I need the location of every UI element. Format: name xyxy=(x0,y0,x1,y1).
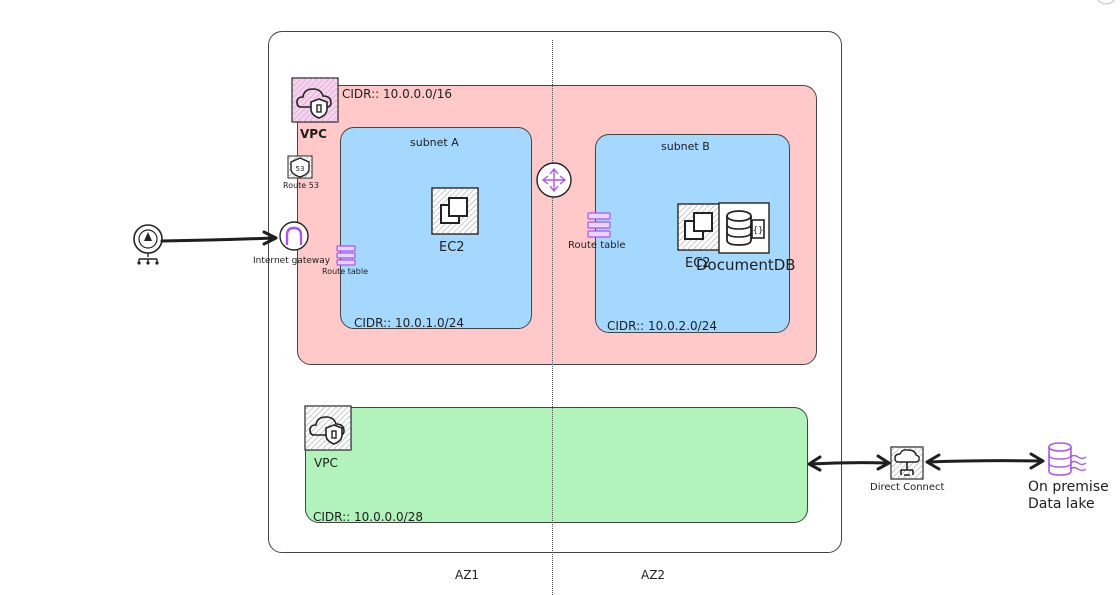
on-premise-line1: On premise xyxy=(1028,479,1109,495)
vpc-secondary-cidr: CIDR:: 10.0.0.0/28 xyxy=(313,510,423,524)
internet-gateway-label: Internet gateway xyxy=(253,256,331,266)
az1-label: AZ1 xyxy=(455,568,480,582)
subnet-b-cidr: CIDR:: 10.0.2.0/24 xyxy=(607,319,717,333)
internet-user-icon xyxy=(133,224,163,265)
vpc-icon xyxy=(291,77,339,123)
az-divider xyxy=(552,40,553,595)
route-table-label: Route table xyxy=(322,267,369,276)
subnet-a-cidr: CIDR:: 10.0.1.0/24 xyxy=(354,316,464,330)
ec2-b-label: EC2 xyxy=(685,256,711,271)
ec2-label: EC2 xyxy=(439,240,465,255)
vpc-secondary-box xyxy=(305,407,808,523)
route-table-b-icon xyxy=(587,212,611,238)
data-lake-icon xyxy=(1048,442,1087,476)
corner-help-icon[interactable] xyxy=(1088,0,1120,12)
vpc-label: VPC xyxy=(300,127,327,141)
direct-connect-icon xyxy=(890,446,924,480)
internet-arrow xyxy=(160,230,278,246)
router-icon xyxy=(536,162,572,198)
arrow-vpc-direct-connect xyxy=(807,454,891,472)
direct-connect-label: Direct Connect xyxy=(870,482,945,493)
documentdb-icon: {} xyxy=(718,202,770,254)
route-table-b-label: Route table xyxy=(568,240,626,251)
documentdb-label: DocumentDB xyxy=(696,256,796,274)
internet-gateway-icon xyxy=(279,221,309,251)
vpc-secondary-icon xyxy=(304,405,352,451)
on-premise-line2: Data lake xyxy=(1028,496,1095,512)
route53-icon: 53 xyxy=(287,155,313,179)
subnet-a-title: subnet A xyxy=(410,136,459,149)
svg-text:{}: {} xyxy=(753,226,764,236)
ec2-icon xyxy=(431,187,479,235)
subnet-b-title: subnet B xyxy=(661,140,710,153)
svg-text:53: 53 xyxy=(296,165,305,173)
vpc-secondary-label: VPC xyxy=(314,456,338,470)
ec2-b-icon xyxy=(677,203,725,251)
route-table-icon xyxy=(336,245,356,266)
arrow-direct-connect-onpremise xyxy=(925,452,1045,471)
az2-label: AZ2 xyxy=(641,568,666,582)
vpc-primary-cidr: CIDR:: 10.0.0.0/16 xyxy=(342,87,452,101)
route53-label: Route 53 xyxy=(283,181,319,190)
